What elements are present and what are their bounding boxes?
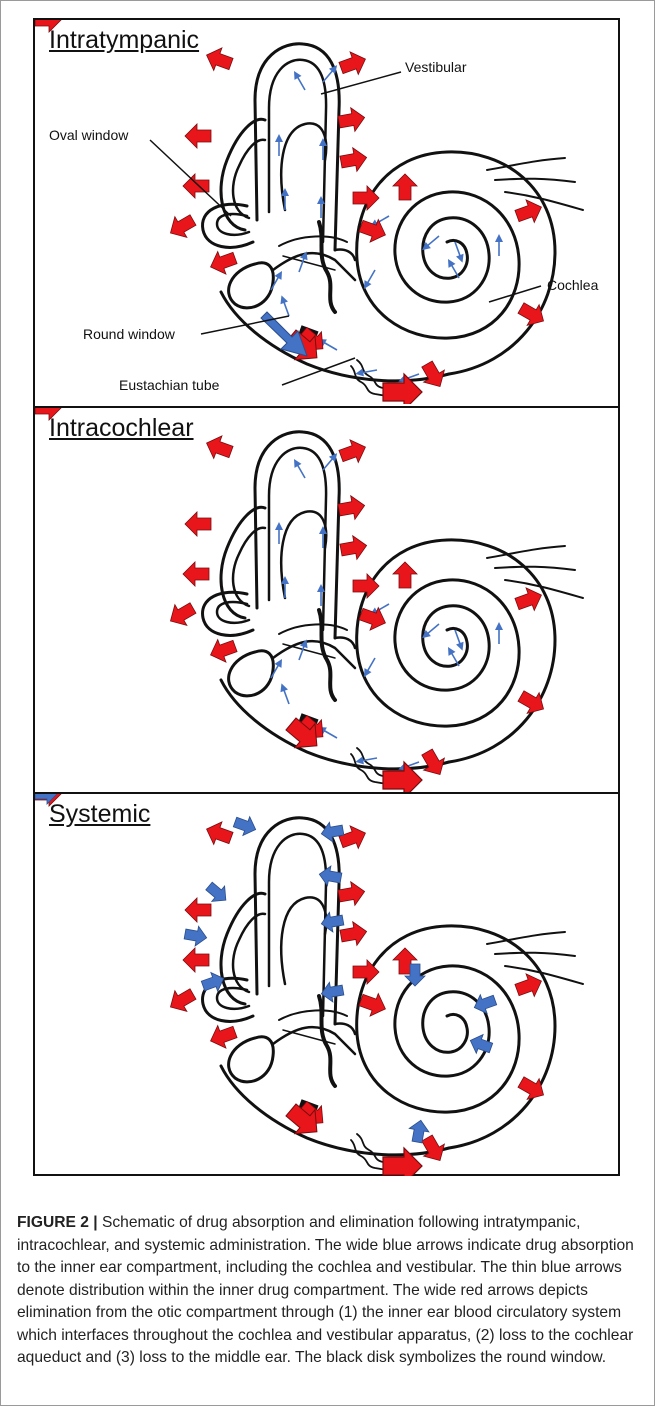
ear-diagram-intratympanic: Vestibular Oval window Cochlea Round win… [35, 20, 618, 404]
figure-box: Vestibular Oval window Cochlea Round win… [33, 18, 620, 1176]
red-elimination-arrows [35, 408, 550, 792]
figure-label: FIGURE 2 | [17, 1214, 98, 1231]
label-oval-window: Oval window [49, 127, 129, 143]
panel-systemic: Systemic [35, 792, 618, 1176]
label-cochlea: Cochlea [547, 277, 599, 293]
panel-title: Intratympanic [49, 26, 199, 55]
caption-text: Schematic of drug absorption and elimina… [17, 1214, 634, 1366]
wide-blue-absorption-arrows [35, 794, 498, 1144]
panel-title: Intracochlear [49, 414, 194, 443]
panel-intracochlear: Intracochlear [35, 406, 618, 792]
label-vestibular: Vestibular [405, 59, 467, 75]
red-elimination-arrows [35, 794, 550, 1176]
label-eustachian-tube: Eustachian tube [119, 377, 220, 393]
ear-diagram-systemic [35, 794, 618, 1176]
label-round-window: Round window [83, 326, 176, 342]
panel-intratympanic: Vestibular Oval window Cochlea Round win… [35, 20, 618, 404]
panel-title: Systemic [49, 800, 150, 829]
ear-diagram-intracochlear [35, 408, 618, 792]
figure-caption: FIGURE 2 | Schematic of drug absorption … [17, 1212, 645, 1370]
